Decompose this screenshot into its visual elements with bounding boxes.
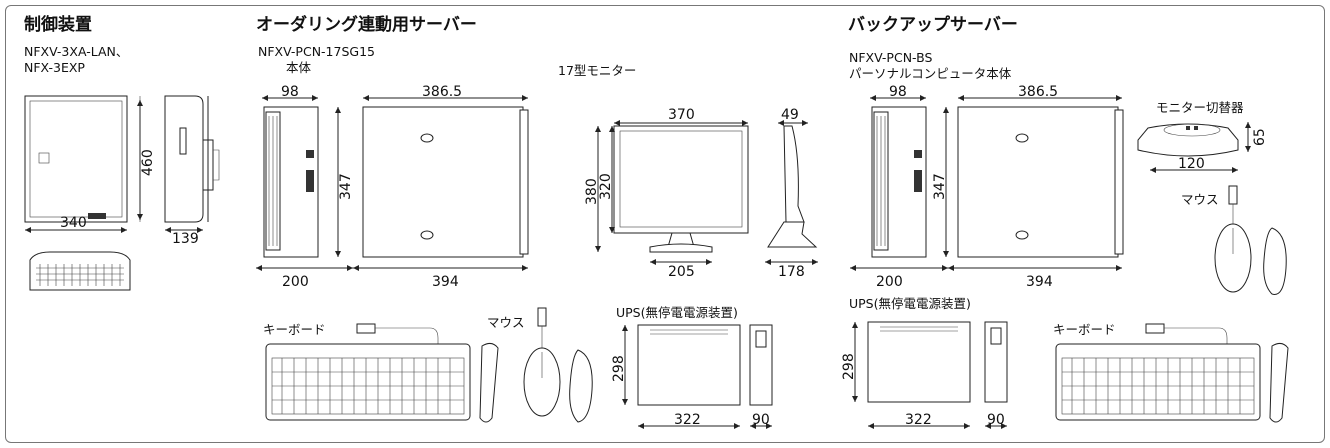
- backup-keyboard-label: キーボード: [1053, 322, 1116, 337]
- backup-title: バックアップサーバー: [848, 14, 1018, 35]
- ordering-pc-front-w: 98: [281, 84, 299, 100]
- backup-pc-bottom-r: 394: [1026, 274, 1053, 290]
- ordering-model-2: 本体: [286, 60, 312, 75]
- backup-pc-bottom-l: 200: [876, 274, 903, 290]
- backup-keyboard: キーボード: [1053, 322, 1289, 423]
- backup-model-1: NFXV-PCN-BS: [849, 50, 932, 65]
- control-depth-dim: 139: [172, 231, 199, 247]
- monitor-stand-d: 178: [778, 264, 805, 280]
- backup-pc-height: 347: [932, 173, 948, 200]
- backup-model-2: パーソナルコンピュータ本体: [849, 66, 1012, 81]
- switcher-height: 65: [1252, 128, 1268, 146]
- ordering-pc-bottom-l: 200: [282, 274, 309, 290]
- ordering-keyboard-label: キーボード: [263, 322, 326, 337]
- outer-frame: [5, 5, 1325, 443]
- ordering-pc: 98 386.5 347 200 394: [256, 84, 529, 290]
- backup-mouse-label: マウス: [1181, 192, 1219, 207]
- backup-pc-side-w: 386.5: [1018, 84, 1058, 100]
- ordering-title: オーダリング連動用サーバー: [256, 14, 477, 35]
- backup-ups-height: 298: [841, 353, 857, 380]
- ordering-ups-width: 322: [674, 412, 701, 428]
- switcher-label: モニター切替器: [1156, 100, 1244, 115]
- control-front-view: 460 340: [24, 95, 156, 233]
- monitor-label: 17型モニター: [558, 63, 636, 78]
- backup-ups-label: UPS(無停電電源装置): [849, 296, 971, 311]
- control-side-view: 139: [164, 95, 220, 247]
- ordering-mouse-label: マウス: [487, 315, 525, 330]
- monitor-h-outer: 380: [584, 178, 600, 205]
- backup-ups-depth: 90: [987, 412, 1005, 428]
- monitor-h-inner: 320: [598, 173, 614, 200]
- ordering-mouse: マウス: [487, 307, 593, 423]
- backup-ups: UPS(無停電電源装置) 298 322 90: [841, 296, 1008, 429]
- backup-switcher: モニター切替器 65 120: [1137, 100, 1268, 173]
- control-bottom-view: [29, 251, 131, 291]
- backup-pc-front-w: 98: [889, 84, 907, 100]
- control-height-dim: 460: [140, 149, 156, 176]
- monitor-width: 370: [668, 107, 695, 123]
- backup-mouse: マウス: [1181, 185, 1287, 295]
- ordering-pc-height: 347: [338, 173, 354, 200]
- ordering-ups: UPS(無停電電源装置) 298 322 90: [611, 305, 773, 429]
- ordering-pc-side-w: 386.5: [422, 84, 462, 100]
- ordering-ups-label: UPS(無停電電源装置): [616, 305, 738, 320]
- ordering-ups-depth: 90: [752, 412, 770, 428]
- ordering-keyboard: キーボード: [263, 322, 499, 423]
- control-model-1: NFXV-3XA-LAN、: [24, 44, 128, 59]
- control-model-2: NFX-3EXP: [24, 60, 85, 75]
- control-title: 制御装置: [24, 14, 92, 35]
- control-width-dim: 340: [60, 215, 87, 231]
- ordering-pc-bottom-r: 394: [432, 274, 459, 290]
- backup-pc: 98 386.5 347 200 394: [850, 84, 1124, 290]
- monitor-depth: 49: [781, 107, 799, 123]
- backup-ups-width: 322: [905, 412, 932, 428]
- ordering-monitor: 17型モニター 370 380 320 205 49 178: [558, 63, 818, 280]
- monitor-stand-w: 205: [668, 264, 695, 280]
- ordering-ups-height: 298: [611, 355, 627, 382]
- ordering-model-1: NFXV-PCN-17SG15: [258, 44, 375, 59]
- switcher-width: 120: [1178, 156, 1205, 172]
